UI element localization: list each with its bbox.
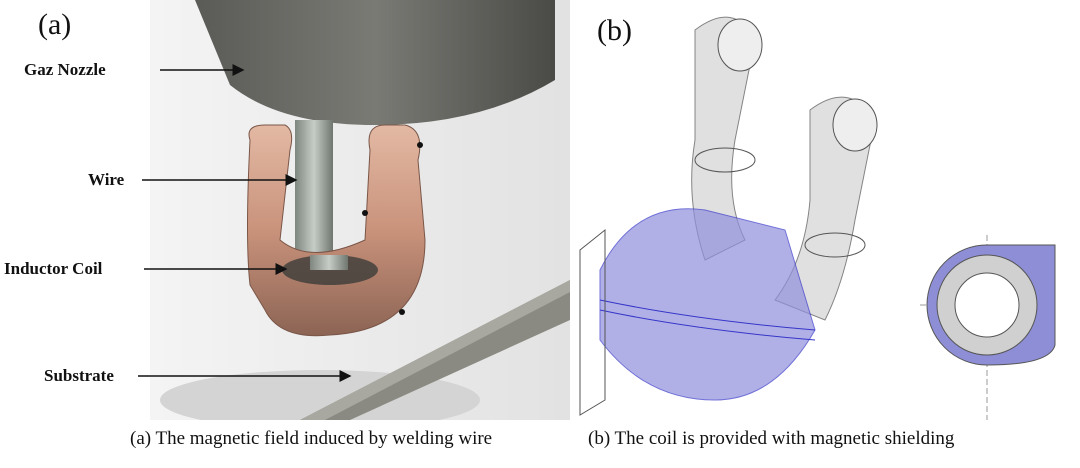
caption-a: (a) The magnetic field induced by weldin… [130,428,493,449]
panel-a: (a) Gaz Nozzle Wire Inductor Coil Substr… [0,0,570,420]
annotation-inductor-coil: Inductor Coil [4,259,103,278]
panel-b: (b) [575,0,1080,420]
annotation-arrows [138,64,352,382]
welding-setup-render [150,0,570,420]
annotation-gaz-nozzle: Gaz Nozzle [24,60,106,79]
caption-b: (b) The coil is provided with magnetic s… [588,428,955,449]
shielded-coil-render [579,16,1056,420]
panel-a-label: (a) [38,8,72,41]
annotation-substrate: Substrate [44,366,114,385]
annotation-wire: Wire [88,170,125,189]
panel-b-label: (b) [597,14,632,47]
